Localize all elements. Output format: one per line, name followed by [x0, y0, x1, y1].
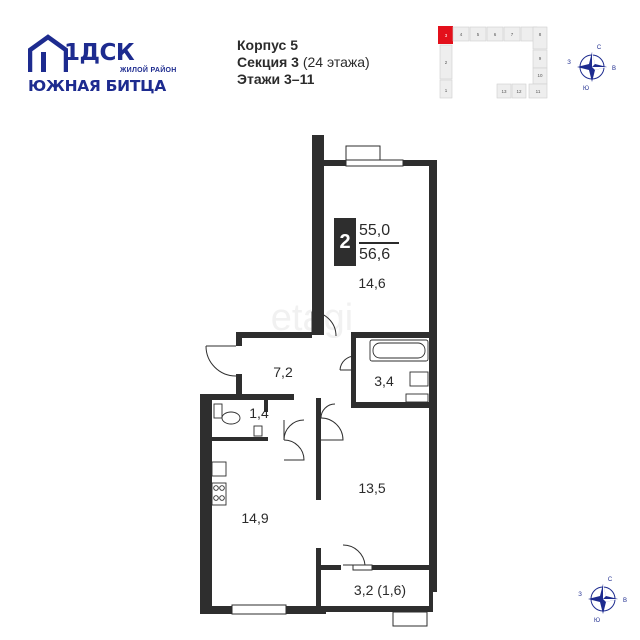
room-area-balcony: 3,2 (1,6) [353, 582, 407, 598]
compass-north: С [608, 577, 613, 583]
key-plan-label: 2 [445, 60, 448, 65]
compass-east: В [612, 66, 616, 72]
key-plan-label: 3 [445, 33, 448, 38]
key-plan-label: 12 [516, 89, 522, 94]
room-area-living-room: 14,6 [358, 275, 386, 291]
district-name: ЮЖНАЯ БИТЦА [28, 77, 166, 95]
bathtub-icon [369, 339, 429, 362]
apartment-info: Корпус 5 Секция 3 (24 этажа) Этажи 3–11 [237, 37, 370, 88]
section-line: Секция 3 (24 этажа) [237, 54, 370, 71]
section-label: Секция 3 [237, 54, 299, 70]
key-plan-label: 7 [511, 32, 514, 37]
key-plan-label: 11 [536, 89, 541, 94]
area-divider [359, 242, 399, 244]
key-plan-label: 4 [460, 32, 463, 37]
windows [231, 145, 428, 627]
compass-north: С [597, 45, 602, 51]
compass-west: З [578, 592, 582, 598]
washbasin-icon [405, 393, 429, 403]
floors-label: Этажи 3–11 [237, 71, 315, 87]
rooms-count-badge: 2 [334, 218, 356, 266]
house-logo-icon [28, 34, 68, 72]
key-plan-label: 13 [501, 89, 507, 94]
living-area: 55,0 [359, 222, 391, 239]
sink-icon [253, 425, 263, 437]
room-area-hall: 7,2 [273, 364, 293, 380]
compass-east: В [623, 598, 627, 604]
logo-mark: 1ДСК [64, 40, 135, 66]
key-plan-label: 1 [445, 88, 448, 93]
key-plan: 3 4 5 6 7 8 2 9 10 1 13 12 11 [438, 26, 548, 99]
building-label: Корпус 5 [237, 37, 299, 53]
washing-machine-icon [409, 371, 429, 387]
key-plan-label: 5 [477, 32, 480, 37]
area-box: 55,0 56,6 [359, 220, 399, 266]
walls [200, 135, 437, 614]
room-area-kitchen: 14,9 [241, 510, 269, 526]
compass-south: Ю [583, 86, 589, 92]
key-plan-label: 9 [539, 56, 542, 61]
section-floors: (24 этажа) [302, 54, 370, 70]
compass-icon: С В З Ю [578, 577, 627, 624]
toilet-icon [221, 411, 241, 425]
doors [205, 311, 366, 566]
key-plan-label: 8 [539, 32, 542, 37]
room-area-toilet: 1,4 [249, 405, 269, 421]
brand-logo: 1ДСК ЖИЛОЙ РАЙОН ЮЖНАЯ БИТЦА [28, 34, 188, 100]
cistern-icon [213, 403, 223, 419]
compass-west: З [567, 60, 571, 66]
kitchen-sink-icon [211, 461, 227, 477]
compass-south: Ю [594, 618, 600, 624]
compass-icon: С В З Ю [567, 45, 616, 92]
logo-tagline: ЖИЛОЙ РАЙОН [120, 67, 177, 74]
stove-icon [211, 482, 227, 506]
room-area-bedroom: 13,5 [358, 480, 386, 496]
total-area: 56,6 [359, 245, 391, 263]
key-plan-section-highlighted [438, 26, 453, 44]
room-area-bathroom: 3,4 [374, 373, 394, 389]
fixtures [211, 339, 429, 506]
key-plan-label: 6 [494, 32, 497, 37]
key-plan-label: 10 [537, 73, 543, 78]
